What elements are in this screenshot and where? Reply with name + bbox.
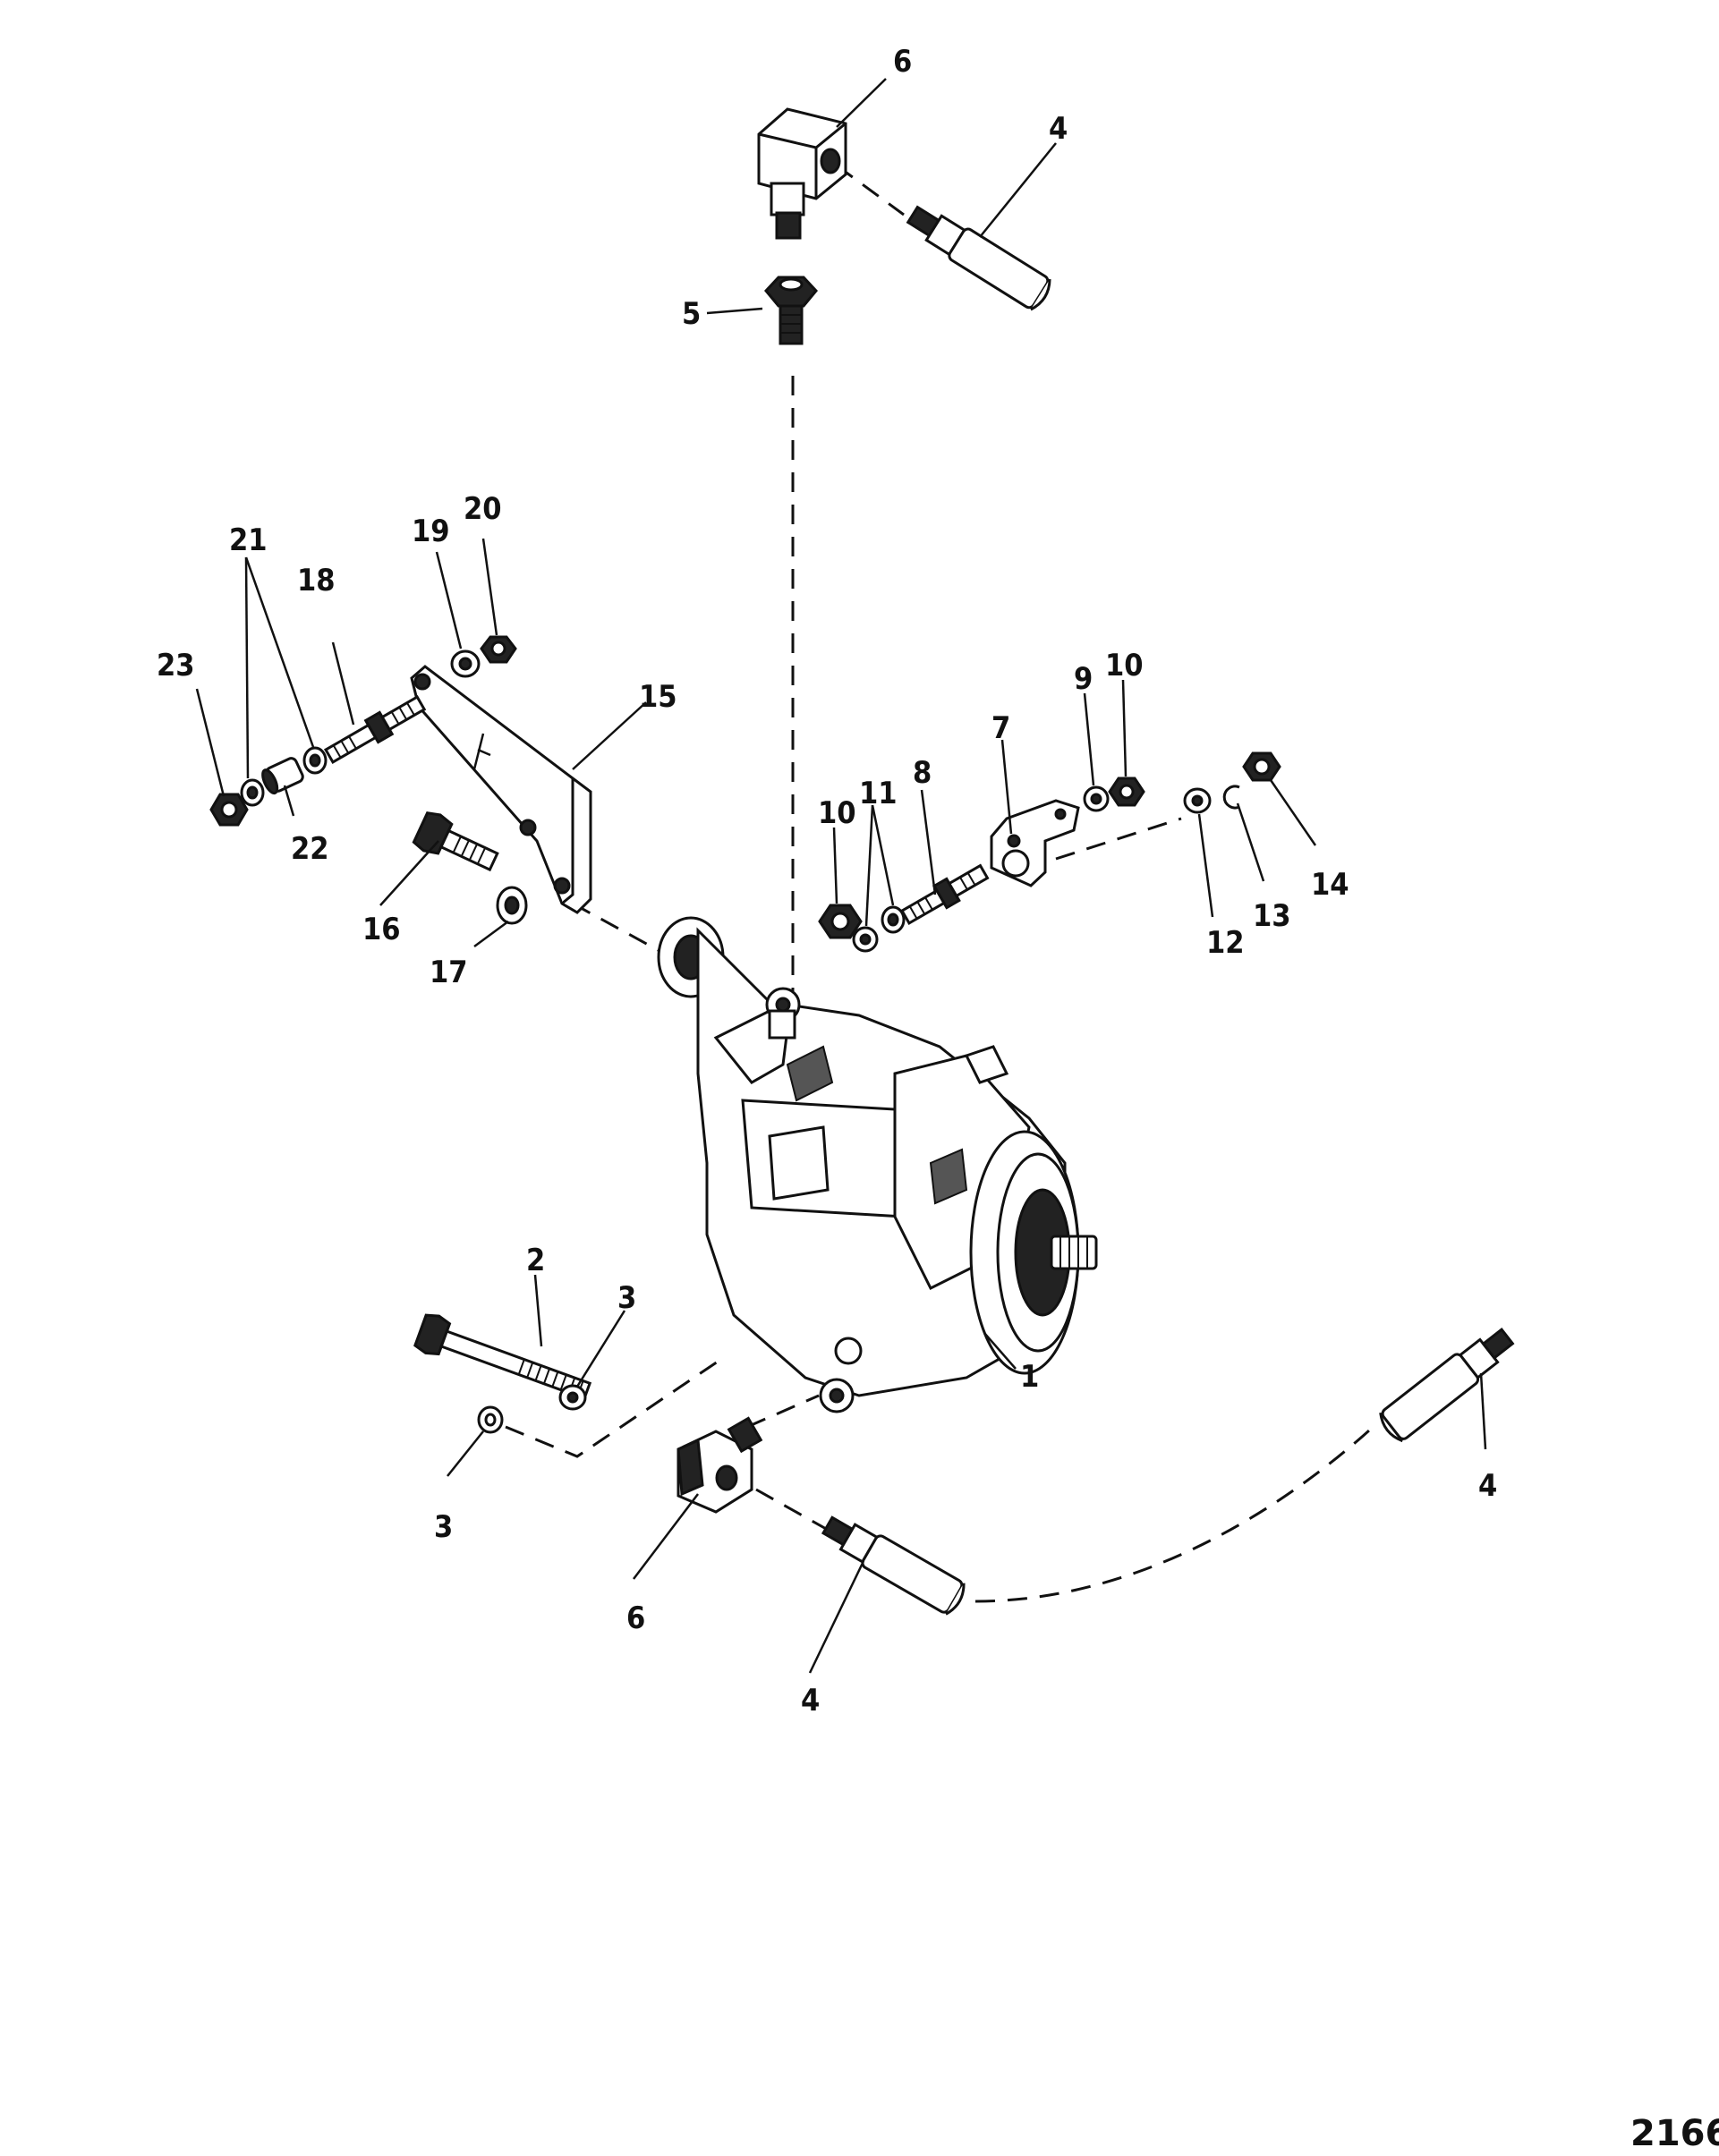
washer-11b	[881, 905, 906, 934]
callout-4-top: 4	[1049, 111, 1068, 147]
callout-10-right: 10	[1105, 648, 1144, 683]
assembly-line-elbow-lower	[746, 1394, 820, 1429]
callout-13: 13	[1253, 898, 1291, 934]
callout-4-right: 4	[1478, 1468, 1497, 1504]
nut-23	[209, 793, 249, 827]
washer-21a	[302, 746, 328, 775]
bolt-16	[412, 811, 499, 872]
callout-12: 12	[1206, 925, 1245, 961]
callout-16: 16	[362, 912, 401, 947]
stud-8	[899, 863, 990, 925]
callout-22: 22	[291, 831, 329, 867]
washer-11a	[852, 926, 879, 953]
callout-21: 21	[229, 522, 268, 558]
assembly-line-plate	[1055, 817, 1182, 861]
callout-17: 17	[430, 955, 468, 990]
callout-labels: 6 4 5 20 19 18 21 23 22 15 16 17 10 11 8…	[157, 44, 1497, 1719]
callout-9: 9	[1074, 661, 1093, 697]
plate-7	[990, 799, 1080, 887]
callout-19: 19	[412, 514, 450, 549]
assembly-line-elbow-sensor-top	[836, 164, 905, 216]
callout-6-top: 6	[893, 44, 912, 80]
assembly-line-cable	[974, 1421, 1380, 1603]
callout-5: 5	[682, 296, 701, 332]
washer-17	[496, 886, 528, 925]
washer-12	[1183, 787, 1212, 814]
callout-15: 15	[639, 679, 677, 715]
transmission-housing	[657, 916, 1098, 1413]
leader-lines	[195, 78, 1487, 1674]
washer-3-lower	[477, 1405, 504, 1434]
callout-14: 14	[1311, 867, 1349, 903]
clip-13	[1222, 785, 1240, 810]
washer-19	[450, 649, 481, 678]
callout-20: 20	[464, 491, 502, 527]
callout-3-lower: 3	[434, 1509, 453, 1545]
washer-21b	[240, 778, 265, 807]
elbow-fitting-top	[757, 107, 847, 240]
nut-14	[1242, 751, 1281, 782]
callout-3-upper: 3	[617, 1280, 636, 1316]
assembly-line-sensor-lower	[755, 1488, 829, 1532]
nut-20	[480, 635, 517, 664]
elbow-fitting-lower	[677, 1416, 763, 1514]
callout-23: 23	[157, 648, 195, 683]
callout-10-left: 10	[818, 795, 856, 831]
temperature-sensor-top	[906, 205, 1051, 311]
callout-7: 7	[991, 710, 1010, 746]
bolt-2	[413, 1313, 592, 1401]
temperature-sensor-right	[1379, 1328, 1515, 1443]
figure-reference-number: 21667	[1630, 2113, 1719, 2154]
mounting-bracket	[410, 665, 592, 914]
assembly-line-washers	[505, 1358, 721, 1458]
washer-9	[1083, 785, 1110, 812]
callout-6-lower: 6	[626, 1600, 645, 1636]
temperature-sensor-lower	[821, 1515, 966, 1616]
nut-10-left	[818, 904, 863, 939]
adapter-fitting	[764, 276, 818, 345]
callout-2: 2	[526, 1243, 545, 1278]
callout-8: 8	[913, 755, 932, 791]
spacer-22	[261, 757, 304, 795]
nut-10-right	[1108, 777, 1145, 807]
stud-18	[323, 695, 427, 764]
callout-4-lower: 4	[801, 1683, 820, 1719]
callout-1: 1	[1020, 1359, 1039, 1395]
callout-18: 18	[297, 563, 336, 598]
callout-11: 11	[859, 776, 898, 811]
washer-3-upper	[558, 1384, 587, 1411]
